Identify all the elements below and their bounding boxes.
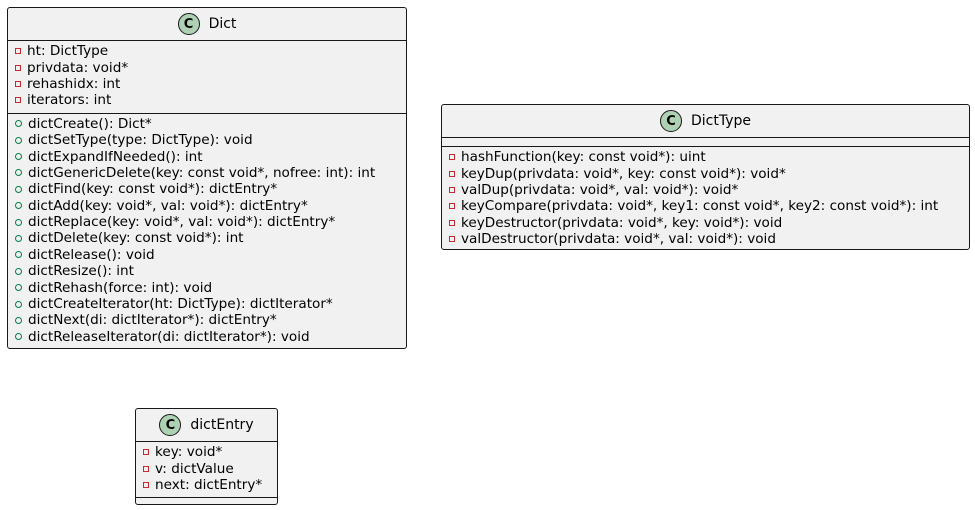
public-icon xyxy=(15,251,22,259)
public-icon xyxy=(15,136,22,144)
class-dicttype-attributes xyxy=(442,138,969,146)
private-icon xyxy=(15,48,21,55)
class-dict: C Dict ht: DictType privdata: void* reha… xyxy=(7,7,407,349)
method: dictCreate(): Dict* xyxy=(8,116,406,132)
class-c-icon: C xyxy=(659,110,682,132)
method: keyDestructor(privdata: void*, key: void… xyxy=(442,215,969,231)
private-icon xyxy=(143,449,149,456)
method: hashFunction(key: const void*): uint xyxy=(442,149,969,165)
method: valDestructor(privdata: void*, val: void… xyxy=(442,231,969,247)
class-dicttype-methods: hashFunction(key: const void*): uint key… xyxy=(442,147,969,251)
class-dict-methods: dictCreate(): Dict* dictSetType(type: Di… xyxy=(8,114,406,349)
class-dicttype-divider xyxy=(442,137,969,138)
public-icon xyxy=(15,202,22,210)
private-icon xyxy=(15,97,21,104)
method: dictAdd(key: void*, val: void*): dictEnt… xyxy=(8,198,406,214)
private-icon xyxy=(449,219,455,226)
class-dicttype-name: DictType xyxy=(690,113,751,129)
method: dictSetType(type: DictType): void xyxy=(8,132,406,148)
class-dictentry-divider xyxy=(136,497,277,499)
attribute: ht: DictType xyxy=(8,43,406,59)
private-icon xyxy=(15,80,21,87)
public-icon xyxy=(15,267,22,275)
private-icon xyxy=(143,465,149,472)
public-icon xyxy=(15,284,22,292)
method: keyCompare(privdata: void*, key1: const … xyxy=(442,198,969,214)
private-icon xyxy=(449,170,455,177)
class-dict-divider xyxy=(8,112,406,114)
private-icon xyxy=(449,154,455,161)
method: dictGenericDelete(key: const void*, nofr… xyxy=(8,165,406,181)
class-dictentry: C dictEntry key: void* v: dictValue next… xyxy=(135,408,278,505)
public-icon xyxy=(15,316,22,324)
public-icon xyxy=(15,153,22,161)
private-icon xyxy=(143,481,149,488)
method: dictFind(key: const void*): dictEntry* xyxy=(8,181,406,197)
attribute: v: dictValue xyxy=(136,460,277,477)
method: keyDup(privdata: void*, key: const void*… xyxy=(442,165,969,182)
method: dictRelease(): void xyxy=(8,247,406,263)
method: dictReleaseIterator(di: dictIterator*): … xyxy=(8,329,406,345)
method: dictReplace(key: void*, val: void*): dic… xyxy=(8,214,406,230)
private-icon xyxy=(449,236,455,243)
public-icon xyxy=(15,185,22,193)
class-dict-name: Dict xyxy=(208,16,237,32)
method: dictDelete(key: const void*): int xyxy=(8,230,406,246)
method: valDup(privdata: void*, val: void*): voi… xyxy=(442,182,969,198)
public-icon xyxy=(15,218,22,226)
attribute: next: dictEntry* xyxy=(136,477,277,493)
public-icon xyxy=(15,234,22,242)
class-dictentry-divider xyxy=(136,441,277,442)
class-c-icon: C xyxy=(177,13,200,35)
class-dictentry-header: C dictEntry xyxy=(136,409,277,441)
class-dicttype: C DictType hashFunction(key: const void*… xyxy=(441,104,970,250)
public-icon xyxy=(15,333,22,341)
attribute: rehashidx: int xyxy=(8,76,406,92)
method: dictNext(di: dictIterator*): dictEntry* xyxy=(8,312,406,328)
public-icon xyxy=(15,120,22,128)
method: dictExpandIfNeeded(): int xyxy=(8,148,406,165)
class-c-icon: C xyxy=(159,414,182,436)
attribute: privdata: void* xyxy=(8,59,406,76)
class-dict-attributes: ht: DictType privdata: void* rehashidx: … xyxy=(8,41,406,113)
method: dictRehash(force: int): void xyxy=(8,279,406,296)
class-dicttype-divider xyxy=(442,146,969,147)
class-dictentry-name: dictEntry xyxy=(190,417,254,433)
method: dictResize(): int xyxy=(8,263,406,279)
private-icon xyxy=(449,203,455,210)
private-icon xyxy=(15,64,21,71)
public-icon xyxy=(15,300,22,308)
class-dict-divider xyxy=(8,40,406,41)
method: dictCreateIterator(ht: DictType): dictIt… xyxy=(8,296,406,312)
class-dictentry-attributes: key: void* v: dictValue next: dictEntry* xyxy=(136,442,277,497)
attribute: key: void* xyxy=(136,444,277,460)
class-dict-header: C Dict xyxy=(8,8,406,40)
public-icon xyxy=(15,169,22,177)
private-icon xyxy=(449,186,455,193)
attribute: iterators: int xyxy=(8,92,406,108)
class-dicttype-header: C DictType xyxy=(442,105,969,137)
